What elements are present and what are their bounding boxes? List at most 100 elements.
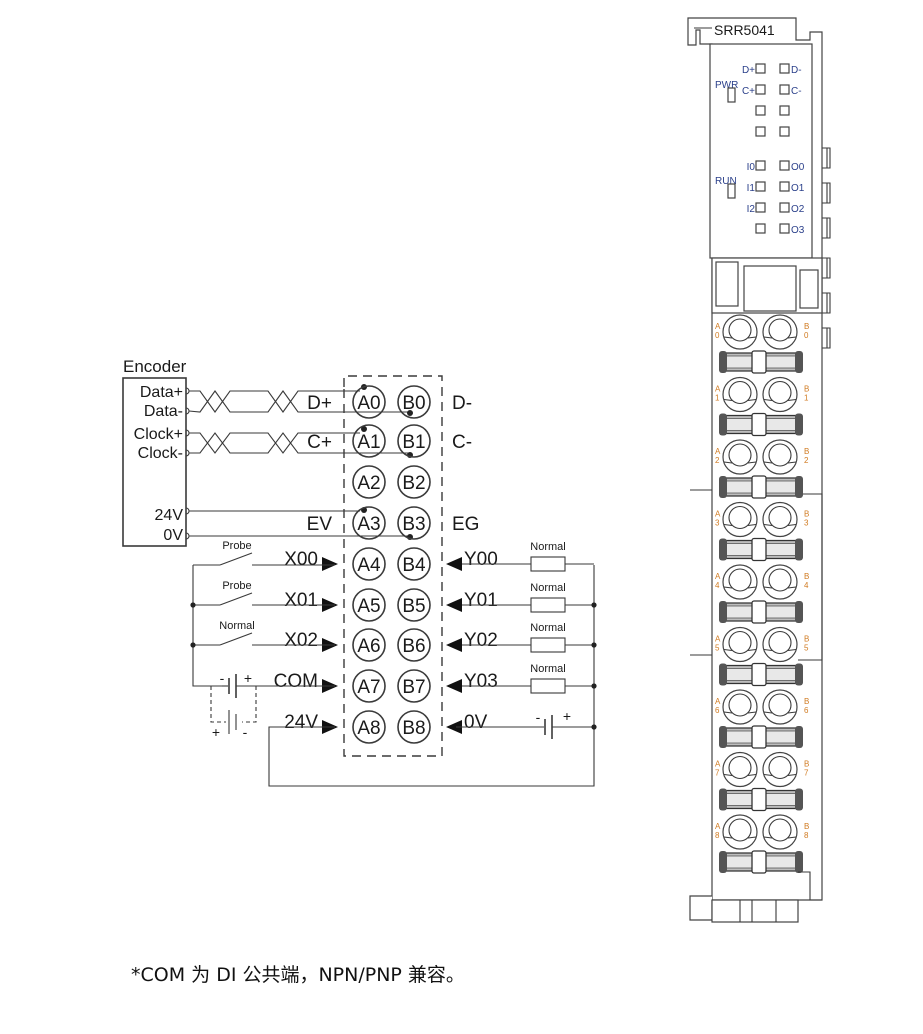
module-model: SRR5041 — [714, 22, 775, 38]
terminal-left-signal: C+ — [307, 432, 332, 453]
output-arrow-icon — [446, 679, 462, 693]
led-label-left: I2 — [747, 204, 756, 215]
led-label-right: O1 — [791, 183, 805, 194]
terminal-a — [352, 588, 386, 622]
encoder-title: Encoder — [123, 357, 187, 376]
led-label-right: O2 — [791, 204, 805, 215]
output-load: Normal — [462, 541, 594, 572]
encoder-terminal-clock-minus: Clock- — [138, 445, 183, 462]
encoder-box — [122, 377, 187, 547]
terminal-right-signal: D- — [452, 393, 472, 414]
led-label-right: C- — [791, 86, 802, 97]
terminal-a-label: A5 — [357, 596, 380, 617]
terminal-b-label: B6 — [402, 636, 425, 657]
alt-battery-plus: + — [212, 724, 220, 740]
twisted-pair-data — [188, 390, 410, 413]
terminal-right-signal: Y02 — [464, 630, 498, 651]
terminal-b — [397, 547, 431, 581]
input-switch-label-0: Probe — [222, 540, 251, 552]
led-indicator — [755, 126, 766, 137]
terminal-a-label: A8 — [357, 718, 380, 739]
led-indicator — [755, 202, 766, 213]
led-indicator — [755, 181, 766, 192]
terminal-left-signal: EV — [307, 514, 333, 535]
led-label-left: I0 — [747, 162, 756, 173]
led-label-right: O0 — [791, 162, 805, 173]
terminal-b-label: B2 — [402, 473, 425, 494]
terminal-left-signal: X02 — [284, 630, 318, 651]
led-indicator — [779, 202, 790, 213]
encoder-terminal-clock-plus: Clock+ — [134, 426, 183, 443]
alt-battery-minus: - — [243, 724, 248, 740]
terminal-a — [352, 710, 386, 744]
load-label: Normal — [530, 663, 565, 675]
terminal-a-label: A3 — [357, 514, 380, 535]
terminal-a-label: A0 — [357, 393, 380, 414]
power-wires — [189, 510, 410, 537]
terminal-left-signal: 24V — [284, 712, 318, 733]
output-arrow-icon — [446, 720, 462, 734]
input-switch-label-2: Normal — [219, 620, 254, 632]
output-arrow-icon — [446, 557, 462, 571]
terminal-left-signal: X01 — [284, 590, 318, 611]
run-label: RUN — [715, 176, 737, 187]
led-indicator — [755, 160, 766, 171]
terminal-b-label: B0 — [402, 393, 425, 414]
output-battery-minus: - — [536, 709, 541, 725]
led-label-left: D+ — [742, 65, 755, 76]
led-indicator — [755, 105, 766, 116]
twisted-pair-clock — [189, 432, 410, 454]
terminal-right-signal: Y01 — [464, 590, 498, 611]
led-indicator — [779, 84, 790, 95]
com-battery-minus: - — [220, 670, 225, 686]
run-led — [727, 183, 736, 199]
led-indicator — [779, 223, 790, 234]
encoder-terminal-data-plus: Data+ — [140, 384, 183, 401]
terminal-b — [397, 506, 431, 540]
led-indicator — [755, 223, 766, 234]
led-indicator — [755, 84, 766, 95]
terminal-a — [352, 506, 386, 540]
terminal-b — [397, 710, 431, 744]
output-load: Normal — [462, 582, 594, 613]
output-arrow-icon — [446, 638, 462, 652]
terminal-b-label: B7 — [402, 677, 425, 698]
led-indicator — [755, 63, 766, 74]
led-label-right: D- — [791, 65, 802, 76]
led-indicator — [779, 126, 790, 137]
input-switch-label-1: Probe — [222, 580, 251, 592]
led-indicator — [779, 181, 790, 192]
terminal-a — [352, 669, 386, 703]
encoder-terminal-24v: 24V — [155, 507, 184, 524]
terminal-a-label: A1 — [357, 432, 380, 453]
load-resistor — [530, 637, 566, 653]
terminal-block-outline — [343, 375, 443, 757]
input-circuit: Probe Probe Normal - + + - — [190, 540, 595, 787]
